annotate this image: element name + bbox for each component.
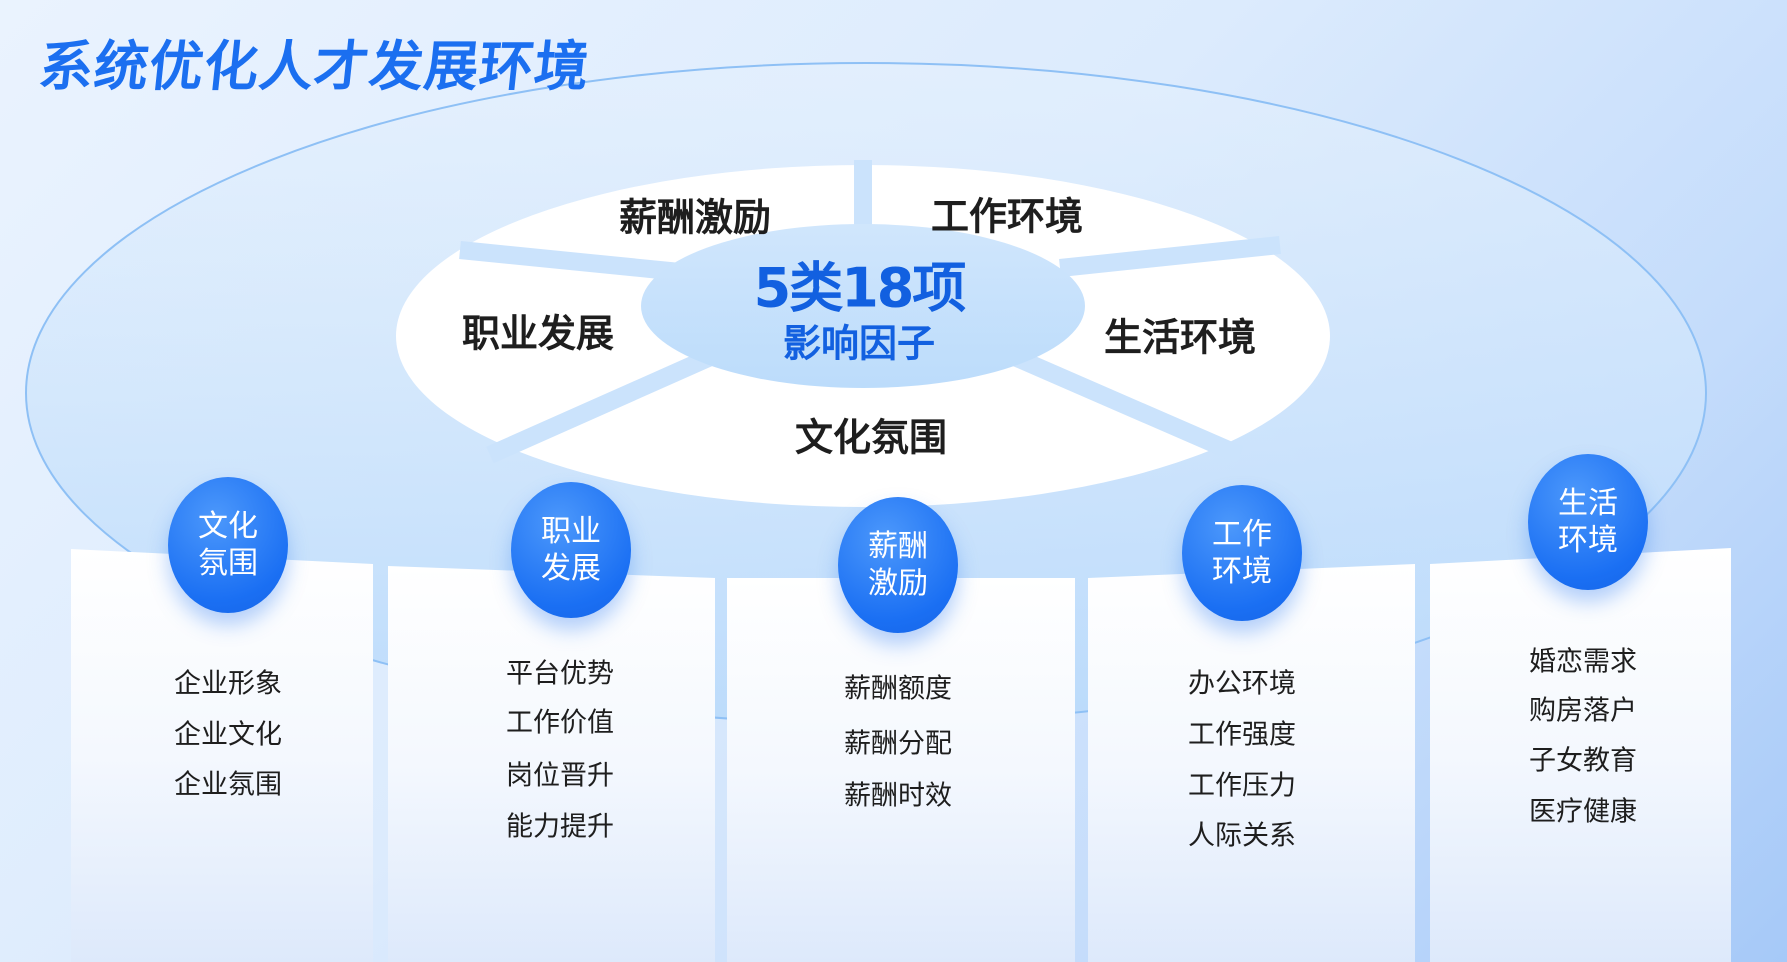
circle-text: 薪酬	[868, 529, 928, 564]
circle-text: 工作	[1212, 517, 1272, 552]
list-item: 岗位晋升	[506, 760, 614, 792]
list-item: 婚恋需求	[1529, 646, 1637, 678]
card-work-env	[1088, 564, 1415, 962]
circle-work-env: 工作环境	[1182, 485, 1302, 621]
list-item: 子女教育	[1529, 745, 1637, 777]
page-title: 系统优化人才发展环境	[36, 35, 593, 98]
segment-label-career: 职业发展	[461, 311, 615, 356]
list-item: 人际关系	[1188, 820, 1296, 852]
list-item: 工作强度	[1188, 719, 1296, 751]
card-career	[388, 566, 715, 962]
list-item: 薪酬额度	[844, 673, 952, 705]
list-item: 薪酬分配	[844, 728, 952, 760]
segment-label-work-env: 工作环境	[930, 194, 1084, 239]
list-item: 企业氛围	[174, 769, 282, 801]
circle-text: 环境	[1558, 523, 1618, 558]
circle-culture: 文化氛围	[168, 477, 288, 613]
list-item: 企业文化	[174, 719, 282, 751]
center-count: 5类18项	[753, 256, 967, 320]
circle-text: 环境	[1212, 554, 1272, 589]
circle-career: 职业发展	[511, 482, 631, 618]
list-item: 企业形象	[174, 668, 282, 700]
list-item: 工作压力	[1188, 770, 1296, 802]
card-life-env	[1430, 548, 1731, 962]
center-subtitle: 影响因子	[782, 321, 936, 366]
donut-center	[641, 224, 1085, 388]
card-culture	[71, 549, 373, 962]
list-item: 购房落户	[1529, 695, 1637, 727]
list-item: 医疗健康	[1529, 796, 1637, 828]
segment-label-salary: 薪酬激励	[618, 195, 772, 240]
list-item: 能力提升	[506, 811, 614, 843]
list-item: 工作价值	[506, 707, 614, 739]
segment-label-life-env: 生活环境	[1103, 315, 1257, 360]
circle-text: 生活	[1558, 486, 1618, 521]
list-item: 平台优势	[506, 658, 614, 690]
circle-text: 氛围	[198, 546, 258, 581]
circle-text: 发展	[541, 551, 601, 586]
list-item: 薪酬时效	[844, 780, 952, 812]
card-salary	[727, 578, 1075, 962]
circle-text: 激励	[868, 566, 928, 601]
circle-life-env: 生活环境	[1528, 454, 1648, 590]
circle-salary: 薪酬激励	[838, 497, 958, 633]
segment-label-culture: 文化氛围	[794, 415, 948, 460]
circle-text: 职业	[541, 514, 601, 549]
circle-text: 文化	[198, 509, 258, 544]
list-item: 办公环境	[1188, 668, 1296, 700]
